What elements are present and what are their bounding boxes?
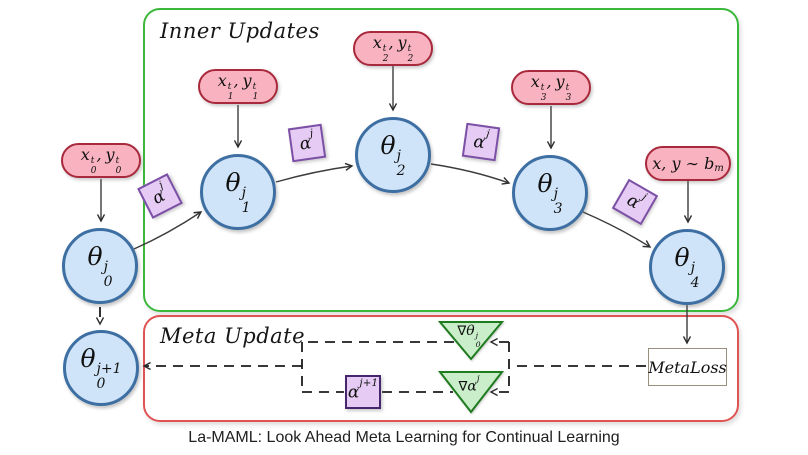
inner-updates-box	[143, 8, 739, 312]
capsule-memory-batch: x, y ∼ bm	[645, 146, 731, 181]
arrow-theta2-theta3	[430, 163, 511, 185]
alpha-lr-square-2: αj	[461, 122, 501, 162]
arrow-theta3-theta4	[582, 211, 652, 248]
arrow-theta0-theta1	[133, 211, 203, 250]
alpha-lr-square-0-label: αj	[149, 179, 169, 209]
metaloss-label: MetaLoss	[648, 357, 727, 377]
alpha-lr-square-1-label: αj	[298, 127, 314, 155]
gradient-alpha-label: ∇αj	[458, 374, 480, 395]
capsule-memory-batch-label: x, y ∼ bm	[652, 154, 724, 175]
alpha-next-square: αj+1	[345, 375, 381, 409]
inner-updates-title: Inner Updates	[160, 19, 320, 43]
gradient-alpha-triangle	[437, 371, 505, 414]
alpha-lr-square-1: αj	[287, 123, 327, 163]
arrow-theta1-theta2	[275, 162, 354, 183]
alpha-next-square-label: αj+1	[347, 376, 379, 403]
figure-caption: La-MAML: Look Ahead Meta Learning for Co…	[188, 429, 620, 446]
alpha-lr-square-3-label: αj	[623, 189, 649, 213]
metaloss-box: MetaLoss	[648, 348, 727, 386]
meta-update-title: Meta Update	[160, 324, 306, 348]
gradient-theta-triangle	[437, 321, 505, 361]
alpha-lr-square-2-label: αj	[472, 127, 491, 153]
